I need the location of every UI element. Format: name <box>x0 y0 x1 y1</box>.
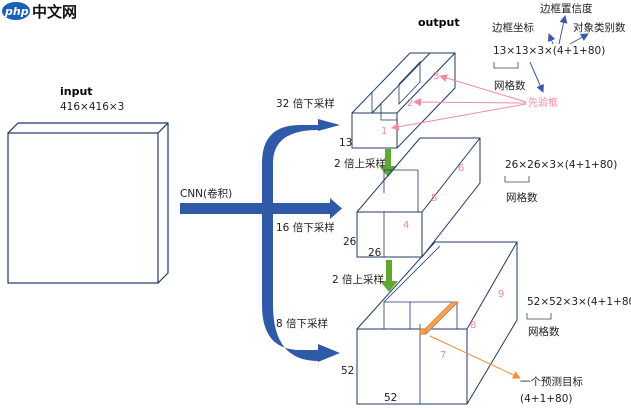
box-coordinate-label: 边框坐标 <box>492 21 534 34</box>
anchor-7-label: 7 <box>440 350 446 361</box>
box-confidence-label: 边框置信度 <box>540 2 593 15</box>
grid26-side-label: 26 <box>343 236 357 248</box>
watermark-brand: php <box>4 5 29 18</box>
anchor-3-label: 3 <box>433 71 439 82</box>
watermark-site: 中文网 <box>32 3 77 21</box>
down16-label: 16 倍下采样 <box>276 221 335 234</box>
formula-13: 13×13×3×(4+1+80) <box>493 45 605 57</box>
down32-label: 32 倍下采样 <box>276 97 335 110</box>
input-title: input <box>60 85 93 98</box>
prior-box-arrows <box>391 74 527 131</box>
anchor-4-label: 4 <box>403 220 409 231</box>
grid-count-label-1: 网格数 <box>494 79 526 92</box>
feature-map-26 <box>356 137 481 258</box>
grid-count-label-2: 网格数 <box>506 191 538 204</box>
feature-map-13 <box>351 52 456 149</box>
up2-label: 2 倍上采样 <box>332 273 384 286</box>
downsample-arrows <box>180 119 342 362</box>
upsample-arrow-2 <box>380 260 398 292</box>
target-pointer-arrow <box>429 335 521 379</box>
cnn-label: CNN(卷积) <box>180 187 232 200</box>
watermark-logo: php 中文网 <box>2 2 77 21</box>
anchor-1-label: 1 <box>381 126 387 137</box>
grid26-bottom-label: 26 <box>368 247 382 259</box>
formula-pointer-arrows <box>529 15 589 93</box>
target-label: 一个预测目标 <box>520 375 583 388</box>
upsample-arrow-1 <box>379 149 397 177</box>
anchor-9-label: 9 <box>498 289 504 300</box>
target-cell-highlight <box>419 301 459 335</box>
grid52-side-label: 52 <box>341 365 354 377</box>
output-title: output <box>418 16 460 29</box>
anchor-8-label: 8 <box>470 320 476 331</box>
grid52-bottom-label: 52 <box>384 392 397 404</box>
grid-count-label-3: 网格数 <box>528 325 560 338</box>
input-size: 416×416×3 <box>60 101 124 113</box>
target-vector-label: (4+1+80) <box>520 393 573 405</box>
input-box <box>7 122 169 284</box>
prior-box-label: 先验框 <box>528 96 558 109</box>
class-count-label: 对象类别数 <box>573 21 626 34</box>
anchor-5-label: 5 <box>431 193 437 204</box>
up1-label: 2 倍上采样 <box>334 157 386 170</box>
feature-map-52 <box>356 241 518 405</box>
grid13-label: 13 <box>339 137 352 149</box>
down8-label: 8 倍下采样 <box>276 317 328 330</box>
anchor-2-label: 2 <box>407 98 413 109</box>
php-logo-icon <box>2 2 30 20</box>
anchor-6-label: 6 <box>458 163 464 174</box>
brace-grid-26 <box>504 176 530 183</box>
brace-grid-52 <box>526 313 552 320</box>
brace-grid-13 <box>493 62 519 69</box>
formula-52: 52×52×3×(4+1+80) <box>527 296 631 308</box>
formula-26: 26×26×3×(4+1+80) <box>505 159 617 171</box>
